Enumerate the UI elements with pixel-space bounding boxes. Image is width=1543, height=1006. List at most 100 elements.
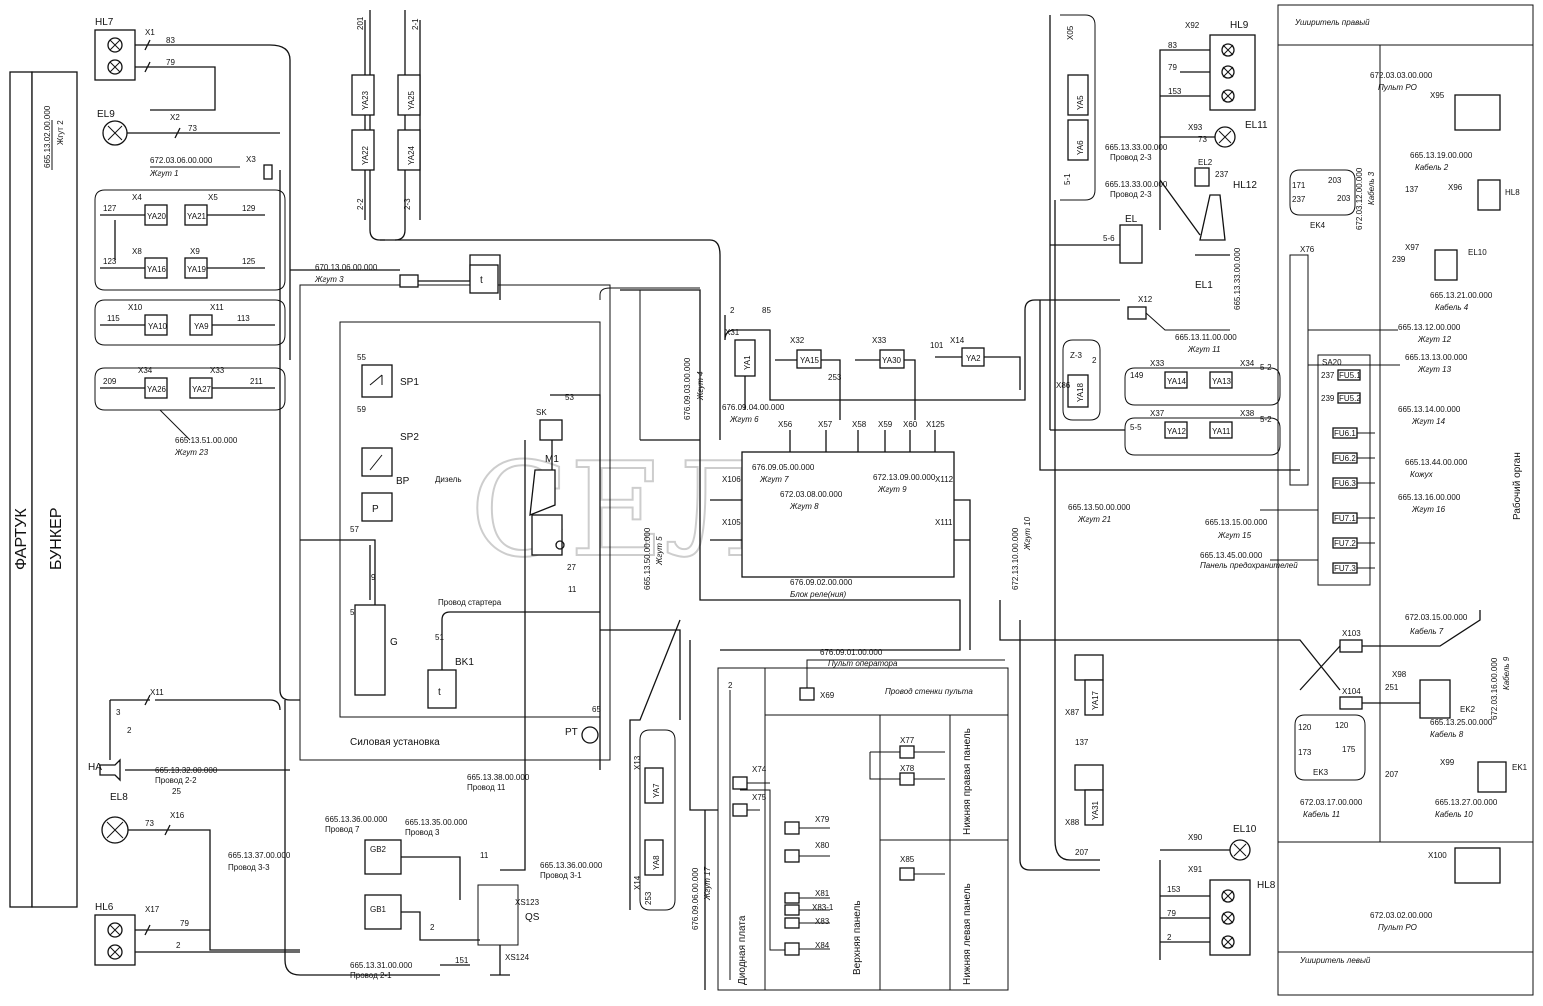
pt-sensor: [581, 726, 599, 744]
svg-text:237: 237: [1292, 195, 1306, 204]
svg-text:676.09.04.00.000: 676.09.04.00.000: [722, 403, 785, 412]
svg-text:2-2: 2-2: [356, 198, 365, 210]
svg-text:65: 65: [592, 705, 601, 714]
harness-2-name: Жгут 2: [56, 120, 65, 145]
svg-text:X80: X80: [815, 841, 830, 850]
svg-text:73: 73: [1198, 135, 1207, 144]
svg-text:129: 129: [242, 204, 256, 213]
svg-text:665.13.50.00.000: 665.13.50.00.000: [1068, 503, 1131, 512]
svg-text:253: 253: [828, 373, 842, 382]
svg-text:Блок реле(ния): Блок реле(ния): [790, 590, 847, 599]
sp1-sensor: [361, 364, 393, 398]
svg-text:59: 59: [357, 405, 366, 414]
svg-text:5-2: 5-2: [1260, 363, 1272, 372]
svg-text:672.03.08.00.000: 672.03.08.00.000: [780, 490, 843, 499]
svg-text:YA9: YA9: [194, 322, 209, 331]
svg-text:237: 237: [1215, 170, 1229, 179]
svg-text:Провод 2-3: Провод 2-3: [1110, 190, 1152, 199]
gb2-battery: [364, 839, 402, 875]
svg-text:X33: X33: [1150, 359, 1165, 368]
svg-text:t: t: [438, 687, 441, 698]
svg-text:QS: QS: [525, 912, 540, 923]
svg-text:Кабель 3: Кабель 3: [1367, 171, 1376, 205]
svg-text:Провод 3-3: Провод 3-3: [228, 863, 270, 872]
svg-text:25: 25: [172, 787, 181, 796]
svg-text:XS124: XS124: [505, 953, 530, 962]
svg-text:672.03.02.00.000: 672.03.02.00.000: [1370, 911, 1433, 920]
svg-text:Кабель 4: Кабель 4: [1435, 303, 1469, 312]
svg-text:X125: X125: [926, 420, 945, 429]
svg-text:665.13.33.00.000: 665.13.33.00.000: [1105, 143, 1168, 152]
svg-text:2: 2: [730, 306, 735, 315]
svg-text:665.13.44.00.000: 665.13.44.00.000: [1405, 458, 1468, 467]
svg-text:X86: X86: [1056, 381, 1071, 390]
svg-text:149: 149: [1130, 371, 1144, 380]
svg-text:FU7.1: FU7.1: [1334, 514, 1356, 523]
svg-text:Жгут 17: Жгут 17: [703, 866, 712, 901]
svg-text:676.09.02.00.000: 676.09.02.00.000: [790, 578, 853, 587]
svg-text:115: 115: [107, 314, 120, 323]
bk1-sensor: [427, 669, 457, 709]
svg-text:G: G: [390, 637, 398, 648]
svg-text:Жгут 7: Жгут 7: [759, 475, 789, 484]
svg-text:153: 153: [1168, 87, 1182, 96]
svg-text:672.03.15.00.000: 672.03.15.00.000: [1405, 613, 1468, 622]
sq3-switch: EK4 171 203 203 203 237: [1289, 169, 1356, 230]
svg-text:PT: PT: [565, 727, 578, 738]
svg-text:665.13.37.00.000: 665.13.37.00.000: [228, 851, 291, 860]
svg-text:Кабель 8: Кабель 8: [1430, 730, 1464, 739]
svg-text:665.13.35.00.000: 665.13.35.00.000: [405, 818, 468, 827]
svg-text:EL10: EL10: [1468, 248, 1487, 257]
svg-text:EL11: EL11: [1245, 120, 1268, 131]
hl8-lamp: HL8 HL8 153 79 2 X91: [1159, 860, 1276, 960]
svg-text:X13: X13: [633, 755, 642, 770]
svg-text:665.13.13.00.000: 665.13.13.00.000: [1405, 353, 1468, 362]
valve-pair-ya7-ya8: YA7 YA8 X13 X14 253: [633, 729, 676, 911]
svg-text:YA24: YA24: [407, 145, 416, 165]
svg-text:YA6: YA6: [1076, 140, 1085, 155]
svg-text:672.03.16.00.000: 672.03.16.00.000: [1490, 657, 1499, 720]
svg-text:EL1: EL1: [1195, 280, 1213, 291]
left-widener-label: Уширитель левый: [1299, 956, 1371, 965]
ek2-heater: [1477, 179, 1501, 211]
svg-text:X17: X17: [145, 905, 160, 914]
svg-text:3: 3: [116, 708, 121, 717]
svg-text:676.09.01.00.000: 676.09.01.00.000: [820, 648, 883, 657]
svg-text:EK3: EK3: [1313, 768, 1329, 777]
svg-text:X33: X33: [872, 336, 887, 345]
svg-text:Кабель 9: Кабель 9: [1502, 656, 1511, 690]
svg-text:665.13.21.00.000: 665.13.21.00.000: [1430, 291, 1493, 300]
svg-text:Жгут 15: Жгут 15: [1217, 531, 1252, 540]
el8-lamp: EL8: [101, 792, 129, 844]
svg-text:X84: X84: [815, 941, 830, 950]
svg-text:X112: X112: [935, 475, 954, 484]
svg-text:X14: X14: [950, 336, 965, 345]
svg-text:SK: SK: [536, 408, 547, 417]
svg-text:665.13.36.00.000: 665.13.36.00.000: [540, 861, 603, 870]
svg-text:120: 120: [1298, 723, 1312, 732]
svg-text:X92: X92: [1185, 21, 1200, 30]
sk-switch: [539, 419, 563, 441]
el9-lamp: EL9: [97, 109, 128, 146]
svg-text:665.13.19.00.000: 665.13.19.00.000: [1410, 151, 1473, 160]
svg-text:YA10: YA10: [148, 322, 168, 331]
bunker-label: БУНКЕР: [48, 507, 65, 570]
svg-text:Жгут 11: Жгут 11: [1187, 345, 1220, 354]
svg-text:X75: X75: [752, 793, 767, 802]
el2-lamp: [1194, 167, 1210, 187]
svg-text:X33: X33: [210, 366, 225, 375]
svg-text:X05: X05: [1066, 25, 1075, 40]
svg-text:Жгут 16: Жгут 16: [1411, 505, 1446, 514]
svg-text:670.13.06.00.000: 670.13.06.00.000: [315, 263, 378, 272]
svg-text:X90: X90: [1188, 833, 1203, 842]
svg-text:X56: X56: [778, 420, 793, 429]
svg-text:201: 201: [356, 16, 365, 30]
svg-text:YA25: YA25: [407, 90, 416, 110]
valve-ya15: YA15 X32 253: [775, 336, 842, 420]
ek1-heater: [1434, 249, 1458, 281]
svg-text:Жгут 3: Жгут 3: [314, 275, 344, 284]
svg-text:YA17: YA17: [1091, 690, 1100, 710]
svg-text:X77: X77: [900, 736, 915, 745]
svg-text:Жгут 8: Жгут 8: [789, 502, 819, 511]
